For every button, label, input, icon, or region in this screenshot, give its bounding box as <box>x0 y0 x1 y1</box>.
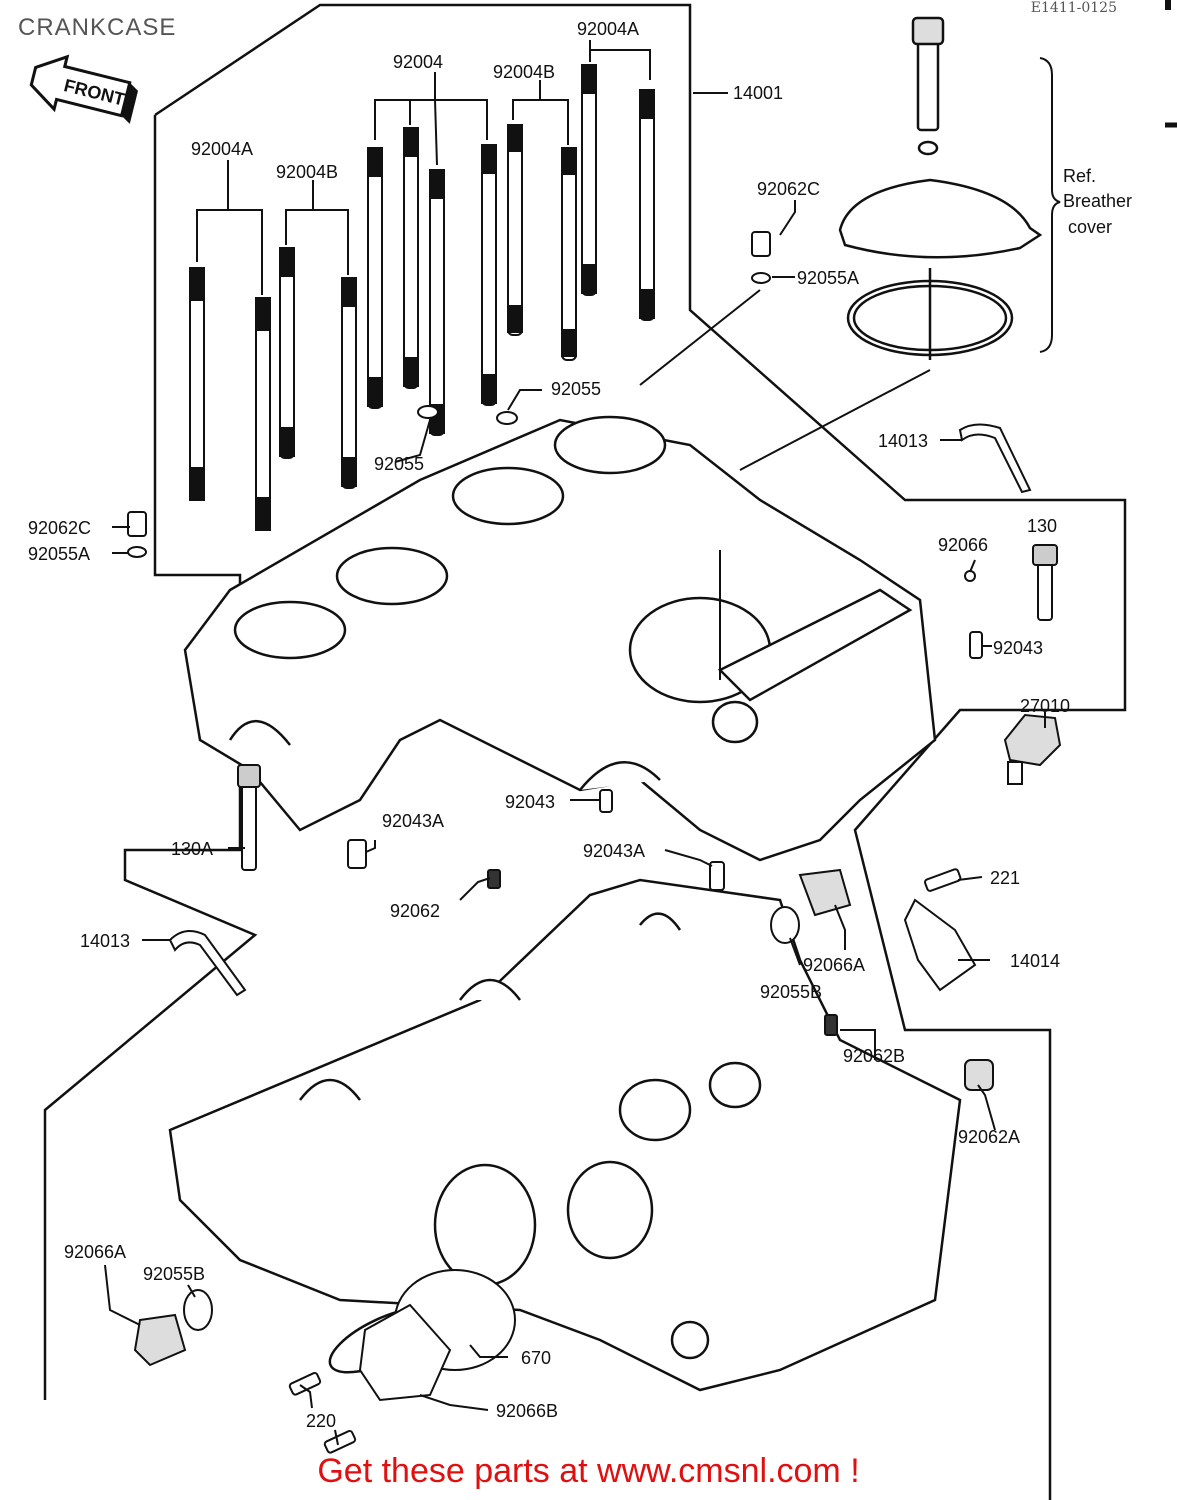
callout-14013-top: 14013 <box>878 431 928 451</box>
callout-92055B-left: 92055B <box>143 1264 205 1284</box>
callout-130A: 130A <box>171 839 213 859</box>
callout-92055A-top: 92055A <box>797 268 859 288</box>
callout-92004: 92004 <box>393 52 443 72</box>
breather-note-line-1: Ref. <box>1063 166 1096 186</box>
page-title: CRANKCASE <box>18 14 177 41</box>
callout-92062: 92062 <box>390 901 440 921</box>
callout-92004B-top: 92004B <box>493 62 555 82</box>
callout-92066A-mid: 92066A <box>803 955 865 975</box>
callout-130: 130 <box>1027 516 1057 536</box>
callout-92004A-top: 92004A <box>577 19 639 39</box>
callout-670: 670 <box>521 1348 551 1368</box>
callout-92062C-top: 92062C <box>757 179 820 199</box>
diagram-code: E1411-0125 <box>1030 0 1117 16</box>
callout-92043-mid: 92043 <box>505 792 555 812</box>
callout-92066: 92066 <box>938 535 988 555</box>
breather-note-line-2: Breather <box>1063 191 1132 211</box>
callout-92062A: 92062A <box>958 1127 1020 1147</box>
callout-92066B: 92066B <box>496 1401 558 1421</box>
front-arrow-icon: FRONT <box>29 54 139 124</box>
promo-link-text[interactable]: Get these parts at www.cmsnl.com ! <box>317 1452 860 1490</box>
callout-92043A-left: 92043A <box>382 811 444 831</box>
callout-92004B-left: 92004B <box>276 162 338 182</box>
callout-27010: 27010 <box>1020 696 1070 716</box>
callout-92055-mid: 92055 <box>551 379 601 399</box>
callout-92004A-left: 92004A <box>191 139 253 159</box>
callout-92066A-left: 92066A <box>64 1242 126 1262</box>
lower-crankcase <box>168 878 962 1392</box>
frame-outline-left <box>43 115 258 1400</box>
callout-14014: 14014 <box>1010 951 1060 971</box>
callout-92055B-mid: 92055B <box>760 982 822 1002</box>
frame-outline <box>154 3 1127 1500</box>
callout-92055-low: 92055 <box>374 454 424 474</box>
dowel-92062C-left <box>127 511 147 537</box>
studs <box>189 64 655 531</box>
callout-92043-right: 92043 <box>993 638 1043 658</box>
callout-92062B: 92062B <box>843 1046 905 1066</box>
callout-221: 221 <box>990 868 1020 888</box>
breather-cover <box>838 16 1043 360</box>
callout-92055A-left: 92055A <box>28 544 90 564</box>
callout-14001: 14001 <box>733 83 783 103</box>
callout-92043A-mid: 92043A <box>583 841 645 861</box>
breather-reference-note: Ref. Breather cover <box>1063 166 1132 237</box>
callout-labels: 92004A 92004 92004B 14001 92004A 92004B … <box>28 19 1070 1431</box>
callout-14013-left: 14013 <box>80 931 130 951</box>
callout-220: 220 <box>306 1411 336 1431</box>
callout-92062C-left: 92062C <box>28 518 91 538</box>
breather-note-line-3: cover <box>1068 217 1112 237</box>
upper-crankcase <box>183 415 937 862</box>
